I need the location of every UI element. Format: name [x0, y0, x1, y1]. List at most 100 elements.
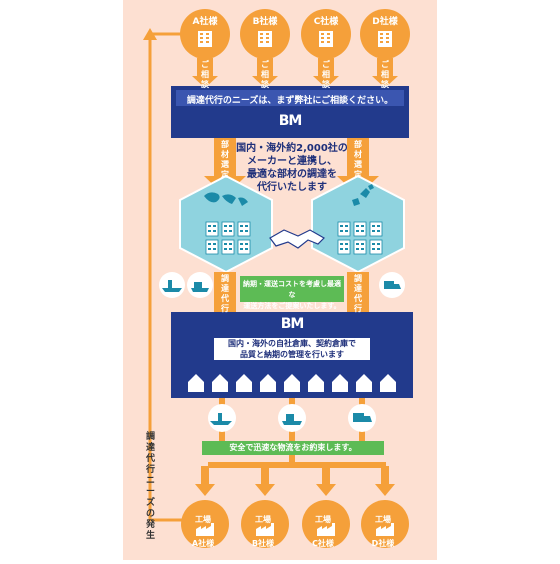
factory-icon-b — [256, 523, 274, 536]
hex-building-left-0 — [205, 221, 219, 237]
warehouse-houses — [188, 374, 396, 392]
center-message-line-2: メーカーと連携し、 — [247, 156, 337, 167]
warehouse-house-icon — [332, 374, 348, 392]
hex-building-body — [353, 221, 367, 237]
building-window — [327, 41, 330, 43]
building-window — [321, 33, 324, 35]
hex-building-window — [345, 243, 348, 245]
hex-building-left-4 — [221, 239, 235, 255]
return-loop-line — [148, 32, 185, 522]
hex-building-right-0 — [337, 221, 351, 237]
warehouse-house-icon — [356, 374, 372, 392]
hex-building-window — [245, 248, 248, 250]
hex-building-window — [372, 248, 375, 250]
procurement-label-right: 調達代行 — [354, 274, 362, 313]
factory-icon-d — [376, 523, 394, 536]
hex-building-window — [224, 225, 227, 227]
hex-building-left-1 — [221, 221, 235, 237]
hex-building-right-5 — [369, 239, 383, 255]
hex-building-window — [208, 225, 211, 227]
consult-arrow-d — [372, 58, 398, 88]
warehouse-text: 国内・海外の自社倉庫、契約倉庫で 品質と納期の管理を行います — [214, 338, 370, 360]
consult-arrow-a — [192, 58, 218, 88]
factory-company-d: D社様 — [371, 539, 395, 548]
hex-building-window — [361, 243, 364, 245]
factory-icon-c — [317, 523, 335, 536]
factory-label-a: 工場 — [195, 515, 211, 524]
factory-circle-d — [361, 500, 409, 548]
building-window — [266, 37, 269, 39]
ship-icon — [191, 282, 209, 292]
hex-building-window — [372, 243, 375, 245]
hex-building-left-3 — [205, 239, 219, 255]
building-window — [327, 37, 330, 39]
hex-building-window — [377, 230, 380, 232]
factory-arrow-a — [195, 466, 215, 496]
building-window — [327, 33, 330, 35]
warehouse-house-icon — [308, 374, 324, 392]
hex-building-left-5 — [237, 239, 251, 255]
hex-building-body — [237, 239, 251, 255]
hex-building-window — [224, 248, 227, 250]
hex-building-body — [221, 221, 235, 237]
building-window — [266, 41, 269, 43]
hex-building-window — [213, 225, 216, 227]
factory-icon-a — [196, 523, 214, 536]
hex-building-window — [229, 230, 232, 232]
logistics-promise-text: 安全で迅速な物流をお約束します。 — [229, 443, 357, 452]
hex-building-window — [240, 248, 243, 250]
hex-building-window — [240, 230, 243, 232]
company-logo-top: BM — [278, 113, 303, 129]
hex-building-right-4 — [353, 239, 367, 255]
airplane-icon — [162, 280, 182, 292]
factory-arrow-b — [255, 466, 275, 496]
banner-strip — [176, 90, 404, 106]
air-transport-icon — [210, 413, 232, 425]
hex-building-body — [237, 221, 251, 237]
factory-label-c: 工場 — [315, 515, 331, 524]
hex-building-body — [337, 221, 351, 237]
building-window — [206, 41, 209, 43]
logistics-promise-strip — [202, 441, 384, 455]
japan-map-icon — [352, 184, 374, 206]
selection-label-right: 部材選定 — [354, 140, 362, 179]
hex-building-window — [208, 248, 211, 250]
hex-building-window — [240, 225, 243, 227]
hex-building-body — [205, 239, 219, 255]
hex-building-window — [361, 248, 364, 250]
hex-building-window — [356, 225, 359, 227]
building-icon-d — [378, 31, 392, 47]
building-window — [386, 41, 389, 43]
hex-building-window — [345, 230, 348, 232]
building-icon-b — [258, 31, 272, 47]
hex-building-body — [205, 221, 219, 237]
consult-label-b: ご相談 — [261, 60, 269, 89]
hex-building-window — [377, 225, 380, 227]
hex-building-left-2 — [237, 221, 251, 237]
building-window — [321, 41, 324, 43]
proposal-box — [240, 276, 344, 302]
building-window — [380, 33, 383, 35]
world-map-icon — [204, 192, 248, 206]
hex-building-right-3 — [337, 239, 351, 255]
hex-building-window — [356, 248, 359, 250]
hex-building-window — [361, 225, 364, 227]
consult-label-d: ご相談 — [381, 60, 389, 89]
warehouse-line-2: 品質と納期の管理を行います — [240, 350, 344, 359]
hex-building-window — [340, 225, 343, 227]
hex-building-window — [340, 248, 343, 250]
hex-building-window — [345, 248, 348, 250]
loop-arrow-head — [143, 28, 157, 40]
sea-transport-icon — [282, 414, 302, 425]
factory-circle-a — [181, 500, 229, 548]
factory-label-b: 工場 — [255, 515, 271, 524]
truck-icon — [384, 281, 401, 289]
warehouse-house-icon — [260, 374, 276, 392]
hex-building-window — [245, 225, 248, 227]
hex-building-window — [345, 225, 348, 227]
building-window — [200, 41, 203, 43]
building-window — [260, 41, 263, 43]
hex-building-window — [245, 243, 248, 245]
